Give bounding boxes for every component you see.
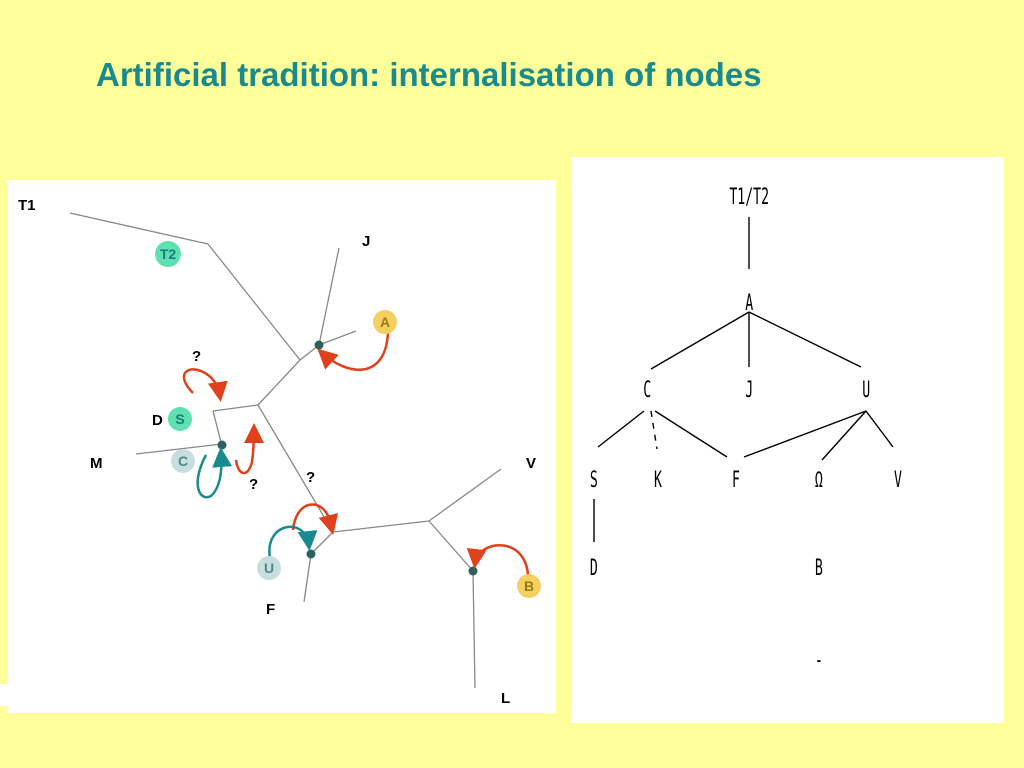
edge-t2-junction	[207, 243, 301, 361]
badge-s-label: S	[175, 411, 184, 427]
edge-l	[472, 570, 476, 689]
stemma-node-j: J	[745, 378, 753, 403]
edge-u-node	[310, 531, 334, 555]
junction-dot-b	[468, 566, 478, 576]
badge-b: B	[517, 574, 541, 598]
badge-t2-label: T2	[160, 246, 177, 262]
junction-dot-a	[314, 340, 324, 350]
edge-s	[212, 404, 259, 412]
stemma-edge-u-omega	[821, 410, 867, 461]
stemma-edge-a-c	[650, 311, 750, 370]
arrow-mid-question	[291, 503, 339, 535]
edge-v	[428, 468, 502, 522]
edge-lower-mid	[257, 404, 334, 533]
edge-f	[303, 553, 312, 603]
edge-a	[318, 330, 357, 346]
stemma-node-c: C	[643, 378, 651, 403]
stemma-edge-c-s	[597, 410, 645, 448]
badge-a-label: A	[380, 314, 390, 330]
tree-edges	[69, 212, 502, 689]
stemma-edge-a-u	[748, 311, 862, 368]
arrow-s-question	[182, 368, 228, 402]
stemma-node-u: U	[862, 378, 870, 403]
badge-c: C	[171, 449, 195, 473]
junction-dot-u	[306, 549, 316, 559]
edge-s-c	[212, 410, 223, 447]
leaf-label-f: F	[266, 601, 275, 618]
badge-s-circle	[168, 407, 192, 431]
edge-t1	[69, 212, 209, 245]
stemma-edge-c-k	[650, 410, 658, 450]
badge-c-label: C	[178, 453, 188, 469]
stemma-panel: T1/T2 A C J U S K F Ω V D B -	[571, 157, 1004, 723]
edge-b-node	[428, 520, 474, 572]
stemma-edges	[593, 217, 894, 542]
stemma-node-a: A	[745, 291, 753, 316]
stemma-footnote-mark: -	[815, 648, 823, 673]
badge-t2: T2	[155, 241, 181, 267]
question-mark-mid: ?	[306, 469, 315, 486]
edge-upper-mid	[257, 359, 301, 406]
edge-j	[318, 247, 340, 346]
stemma-node-k: K	[654, 468, 662, 493]
leaf-label-d: D	[152, 412, 163, 429]
badge-a: A	[373, 310, 397, 334]
panel-edge-stub	[0, 684, 8, 706]
badge-u-label: U	[264, 560, 274, 576]
stemma-edge-u-f	[743, 410, 867, 458]
arrow-c-question	[234, 423, 264, 475]
stemma-root-label: T1/T2	[729, 185, 769, 210]
badge-t2-circle	[155, 241, 181, 267]
slide-title: Artificial tradition: internalisation of…	[96, 56, 762, 93]
leaf-label-l: L	[501, 690, 510, 707]
stemma-node-f: F	[732, 468, 740, 493]
stemma-edge-u-v	[865, 410, 894, 448]
junction-dot-c	[217, 440, 227, 450]
badge-u-circle	[257, 556, 281, 580]
leaf-label-v: V	[526, 455, 536, 472]
leaf-label-m: M	[90, 455, 103, 472]
stemma-diagram: T1/T2 A C J U S K F Ω V D B -	[590, 185, 902, 673]
badge-s: S	[168, 407, 192, 431]
arrow-a-internalised	[317, 331, 390, 371]
badge-u: U	[257, 556, 281, 580]
badge-a-circle	[373, 310, 397, 334]
stemma-node-d: D	[590, 556, 598, 581]
unrooted-tree-panel: T2 A S C U B T1 J D M V F L ? ?	[8, 180, 556, 713]
stemma-node-b: B	[815, 556, 823, 581]
unrooted-tree-diagram: T2 A S C U B T1 J D M V F L ? ?	[18, 197, 541, 707]
arrow-u-internalised	[268, 525, 318, 559]
arrow-b-internalised	[466, 544, 530, 582]
edge-m	[135, 443, 223, 455]
leaf-label-t1: T1	[18, 197, 36, 214]
question-mark-c: ?	[249, 476, 258, 493]
stemma-node-omega: Ω	[815, 468, 823, 493]
stemma-edge-c-f	[654, 410, 728, 458]
stemma-node-v: V	[894, 468, 902, 493]
badge-c-circle	[171, 449, 195, 473]
badge-b-label: B	[524, 578, 534, 594]
question-mark-s: ?	[192, 348, 201, 365]
arrow-c-internalised	[196, 447, 233, 499]
leaf-label-j: J	[362, 233, 370, 250]
badge-b-circle	[517, 574, 541, 598]
stemma-node-s: S	[590, 468, 598, 493]
edge-right-mid	[332, 520, 430, 533]
